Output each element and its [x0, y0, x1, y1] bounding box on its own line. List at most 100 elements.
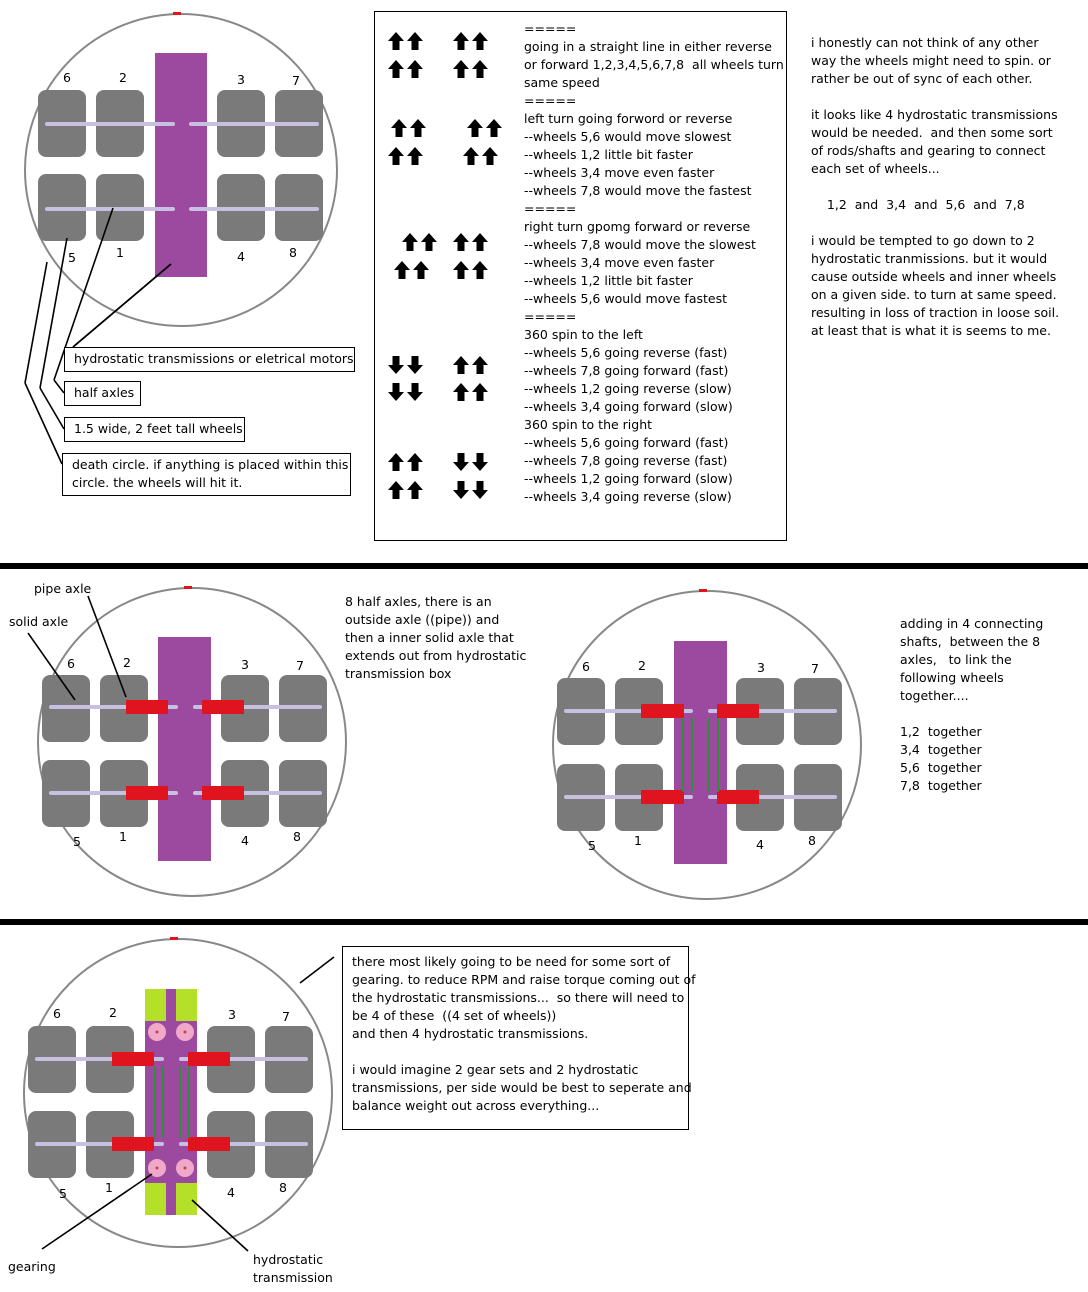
movement-text: --wheels 5,6 would move slowest	[524, 129, 732, 144]
transmission-box	[155, 53, 207, 277]
arrow-down-icon	[388, 356, 404, 374]
wheel-number: 4	[241, 833, 249, 848]
arrow-up-icon	[388, 147, 404, 165]
wheel-number: 5	[68, 250, 76, 265]
wheel-number: 6	[53, 1006, 61, 1021]
gear-center	[155, 1166, 159, 1170]
wheel-number: 3	[241, 657, 249, 672]
arrow-up-icon	[453, 233, 469, 251]
arrow-up-icon	[472, 383, 488, 401]
hydrostatic-block	[176, 989, 197, 1021]
arrow-up-icon	[453, 356, 469, 374]
movement-text: --wheels 1,2 going reverse (slow)	[524, 381, 732, 396]
arrow-up-icon	[388, 60, 404, 78]
top-marker	[173, 12, 181, 15]
movement-text: --wheels 3,4 going forward (slow)	[524, 399, 733, 414]
movement-text: --wheels 7,8 going reverse (fast)	[524, 453, 728, 468]
movement-text: --wheels 5,6 going forward (fast)	[524, 435, 729, 450]
wheel-number: 2	[123, 655, 131, 670]
hydrostatic-transmission-label: hydrostatic transmission	[253, 1252, 333, 1285]
movement-text: going in a straight line in either rever…	[524, 39, 772, 54]
arrow-up-icon	[453, 32, 469, 50]
pipe-axle	[126, 700, 168, 714]
section3-graphics	[23, 937, 333, 1248]
movement-straight: ===== going in a straight line in either…	[524, 20, 784, 506]
movement-text: --wheels 1,2 little bit faster	[524, 273, 693, 288]
arrow-up-icon	[410, 119, 426, 137]
wheel-number: 8	[808, 833, 816, 848]
arrow-up-icon	[407, 32, 423, 50]
leader-line	[53, 379, 65, 394]
movement-text: left turn going forword or reverse	[524, 111, 733, 126]
leader-line	[24, 382, 63, 465]
section2-right-graphics	[552, 589, 862, 900]
leader-line	[27, 632, 76, 701]
arrow-up-icon	[421, 233, 437, 251]
wheel-number: 7	[292, 73, 300, 88]
leader-line	[87, 595, 127, 698]
transmission-box	[674, 641, 727, 864]
divider-2	[0, 919, 1088, 925]
arrow-down-icon	[453, 481, 469, 499]
arrow-up-icon	[472, 32, 488, 50]
wheel-number: 7	[811, 661, 819, 676]
gear-center	[183, 1030, 187, 1034]
section2-left-graphics	[37, 586, 347, 897]
movement-text: --wheels 5,6 going reverse (fast)	[524, 345, 728, 360]
leader-line	[72, 263, 172, 348]
pipe-axle	[202, 786, 244, 800]
movement-text: =====	[524, 21, 577, 36]
wheel-number: 8	[279, 1180, 287, 1195]
arrow-down-icon	[472, 481, 488, 499]
wheel-number: 3	[228, 1007, 236, 1022]
section2-right-note: adding in 4 connecting shafts, between t…	[900, 616, 1044, 793]
wheel-number: 5	[59, 1186, 67, 1201]
movement-text: =====	[524, 93, 577, 108]
hydrostatic-block	[176, 1183, 197, 1215]
leader-line	[41, 1173, 153, 1250]
pipe-axle	[202, 700, 244, 714]
wheel-number: 4	[756, 837, 764, 852]
leader-line	[299, 956, 335, 984]
wheels-label: 1.5 wide, 2 feet tall wheels	[64, 417, 245, 442]
wheel-number: 8	[289, 245, 297, 260]
wheel-number: 2	[119, 70, 127, 85]
wheel-number: 4	[227, 1185, 235, 1200]
arrow-up-icon	[472, 233, 488, 251]
pipe-axle	[717, 704, 759, 718]
pipe-axle	[112, 1052, 154, 1066]
movement-arrows	[388, 32, 502, 499]
arrow-up-icon	[388, 481, 404, 499]
wheel-number: 3	[237, 72, 245, 87]
pipe-axle	[188, 1052, 230, 1066]
arrow-up-icon	[413, 261, 429, 279]
arrow-up-icon	[394, 261, 410, 279]
hydrostatic-block	[145, 1183, 166, 1215]
leader-line	[191, 1199, 249, 1252]
leader-line	[53, 207, 114, 381]
leader-line	[24, 261, 48, 384]
movement-text: --wheels 7,8 would move the fastest	[524, 183, 752, 198]
section3-note: there most likely going to be need for s…	[342, 946, 696, 1130]
wheel-number: 5	[588, 838, 596, 853]
movement-text: =====	[524, 201, 577, 216]
arrow-up-icon	[388, 32, 404, 50]
transmission-box	[158, 637, 211, 861]
section1-right-note: i honestly can not think of any other wa…	[811, 35, 1060, 338]
movement-panel: ===== going in a straight line in either…	[374, 11, 787, 541]
arrow-up-icon	[472, 356, 488, 374]
wheel-number: 7	[296, 658, 304, 673]
top-marker	[184, 586, 192, 589]
death-circle-label: death circle. if anything is placed with…	[62, 453, 351, 496]
movement-text: --wheels 3,4 going reverse (slow)	[524, 489, 732, 504]
solid-axle-label: solid axle	[9, 614, 69, 629]
top-marker	[170, 937, 178, 940]
pipe-axle	[126, 786, 168, 800]
wheel-number: 5	[73, 834, 81, 849]
wheel-number: 1	[119, 829, 127, 844]
movement-text: =====	[524, 309, 577, 324]
arrow-up-icon	[407, 147, 423, 165]
arrow-up-icon	[407, 60, 423, 78]
section1-graphics	[24, 12, 338, 327]
